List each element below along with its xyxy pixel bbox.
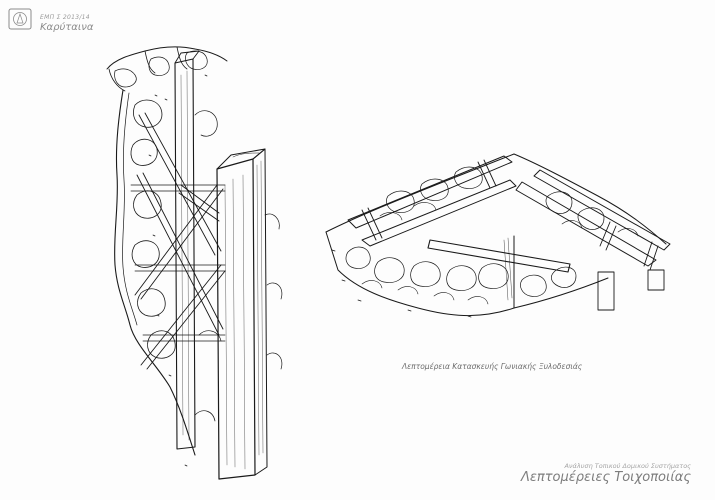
detail-caption: Λεπτομέρεια Κατασκευής Γωνιακής Ξυλοδεσι… bbox=[402, 362, 583, 371]
university-seal-icon bbox=[8, 8, 32, 30]
sheet-subtitle: Ανάλυση Τοπικού Δομικού Συστήματος bbox=[564, 462, 691, 470]
sheet-title: Λεπτομέρειες Τοιχοποιίας bbox=[520, 470, 691, 485]
place-name: Καρύταινα bbox=[40, 22, 94, 33]
timber-reinforced-wall-section-icon bbox=[95, 35, 295, 485]
institution-label: ΕΜΠ Σ 2013/14 bbox=[40, 14, 90, 21]
timber-corner-joint-icon bbox=[318, 140, 678, 340]
